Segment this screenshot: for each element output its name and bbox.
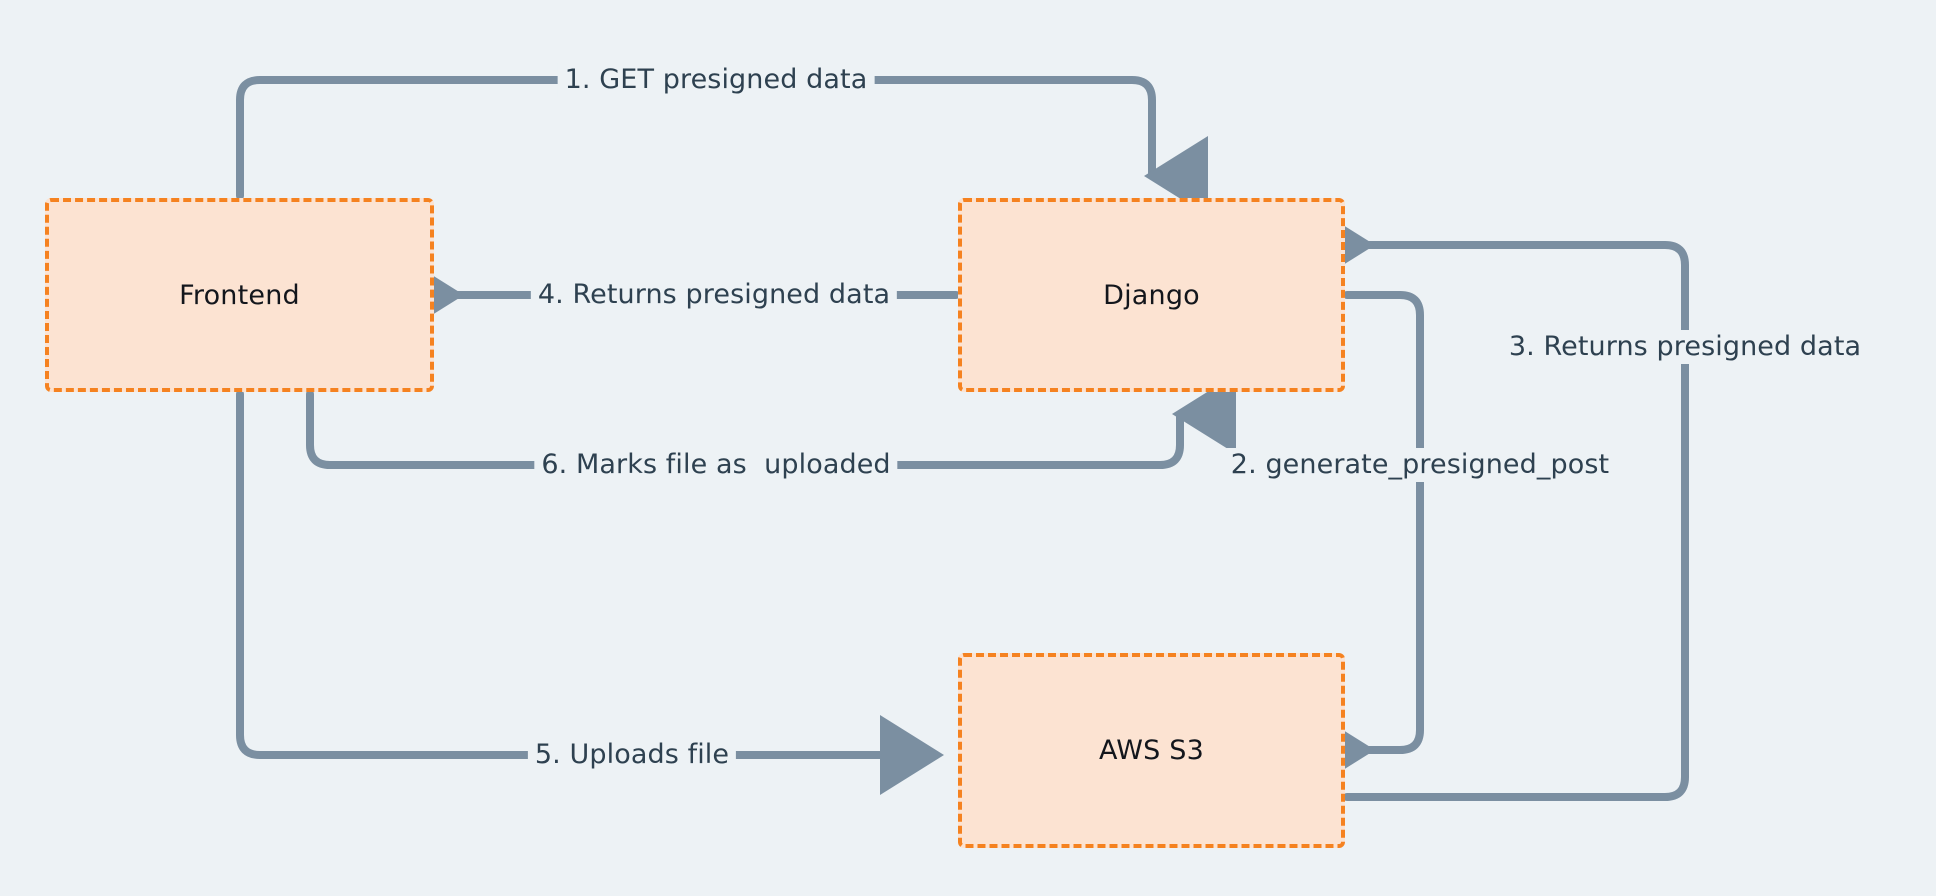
connector-step-1 [236,76,1208,216]
node-frontend[interactable]: Frontend [45,198,434,392]
node-aws-s3-label: AWS S3 [1099,735,1204,766]
node-django-label: Django [1103,279,1200,311]
node-aws-s3[interactable]: AWS S3 [958,653,1345,848]
edge-label-step-3: 3. Returns presigned data [1501,330,1869,364]
edge-label-step-2: 2. generate_presigned_post [1223,448,1617,482]
node-django[interactable]: Django [958,198,1345,392]
edge-label-step-5: 5. Uploads file [527,738,737,772]
connector-step-2 [1311,291,1424,790]
edge-label-step-4: 4. Returns presigned data [530,278,898,312]
connector-step-3 [1311,205,1689,801]
edge-label-step-1: 1. GET presigned data [557,63,875,97]
connector-step-5 [236,390,944,795]
edge-label-step-6: 6. Marks file as uploaded [534,448,898,482]
node-frontend-label: Frontend [179,279,300,311]
